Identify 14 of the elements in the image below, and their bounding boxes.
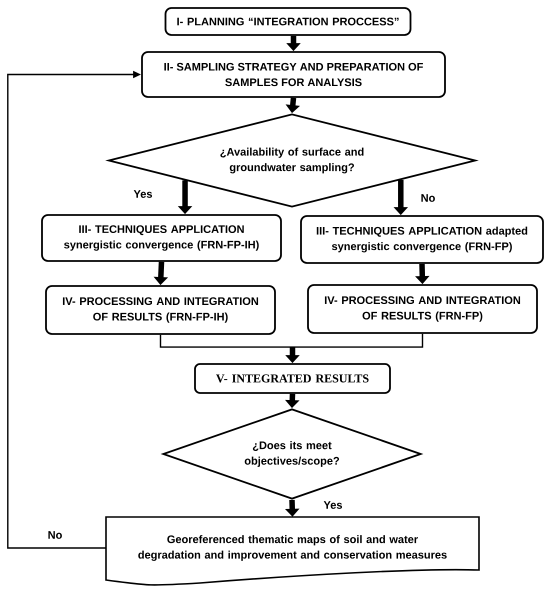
connector-line xyxy=(160,334,292,348)
edge-label: No xyxy=(46,530,64,540)
process-box: III- TECHNIQUES APPLICATION synergistic convergence (FRN-FP-IH) xyxy=(41,214,282,262)
edge-label: No xyxy=(420,193,436,203)
process-box: I- PLANNING “INTEGRATION PROCCESS” xyxy=(164,7,412,36)
process-box: IV- PROCESSING AND INTEGRATION OF RESULTS (FRN-FP-IH) xyxy=(45,285,276,335)
process-box: II- SAMPLING STRATEGY AND PREPARATION OF SAMPLES FOR ANALYSIS xyxy=(141,51,446,98)
edge-label: Yes xyxy=(322,500,344,510)
connector-line xyxy=(292,334,424,348)
process-box: IV- PROCESSING AND INTEGRATION OF RESULTS (FRN-FP) xyxy=(307,284,538,334)
process-box: V- INTEGRATED RESULTS xyxy=(194,363,391,394)
process-box: III- TECHNIQUES APPLICATION adapted synergistic convergence (FRN-FP) xyxy=(300,215,544,264)
edge-label: Yes xyxy=(132,189,154,199)
document-box: Georeferenced thematic maps of soil and water degradation and improvement and conservation measures xyxy=(105,516,480,586)
